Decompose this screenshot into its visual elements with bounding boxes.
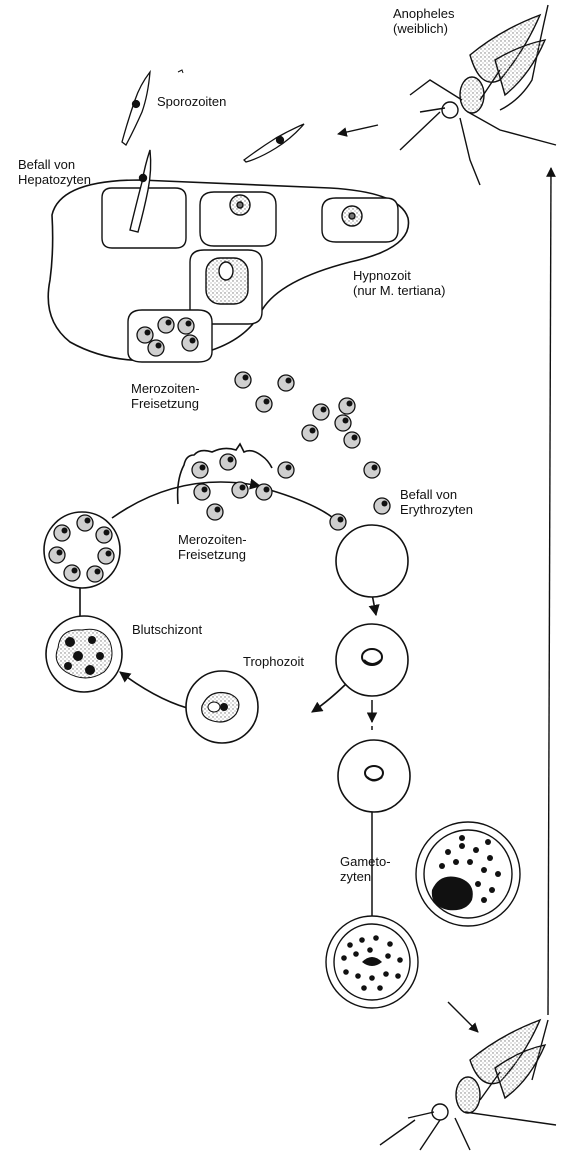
label-merozoiten-freisetzung-blood-line1: Merozoiten- [178, 532, 247, 547]
label-gametozyten-line1: Gameto- [340, 854, 391, 869]
arrow-mosquito-cycle-return [546, 167, 556, 1016]
erythrocyte-mature-schizont [43, 511, 121, 589]
label-befall-erythrozyten-line1: Befall von [400, 487, 458, 502]
label-hypnozoit-line2: (nur M. tertiana) [353, 283, 446, 298]
label-anopheles-line2: (weiblich) [393, 21, 448, 36]
mosquito-top-icon [399, 4, 557, 186]
microgametocyte [325, 915, 419, 1009]
sporozoite-group [121, 69, 305, 163]
label-merozoiten-freisetzung-liver-line1: Merozoiten- [131, 381, 200, 396]
label-gametozyten-line2: zyten [340, 869, 372, 884]
label-merozoiten-freisetzung-blood-line2: Freisetzung [178, 547, 246, 562]
label-merozoiten-freisetzung-liver-line2: Freisetzung [131, 396, 199, 411]
erythrocyte-blood-schizont [45, 615, 123, 693]
label-befall-hepatozyten-line1: Befall von [18, 157, 76, 172]
arrow-gametocytes-to-mosquito [447, 1001, 479, 1033]
erythrocyte-trophozoite [335, 623, 409, 697]
label-hypnozoit-line1: Hypnozoit [353, 268, 411, 283]
label-befall-erythrozyten-line2: Erythrozyten [400, 502, 473, 517]
erythrocyte-late-ring [337, 739, 411, 813]
label-merozoiten-freisetzung-liver: Merozoiten- Freisetzung [131, 381, 200, 411]
label-anopheles-line1: Anopheles [393, 6, 455, 21]
erythrocyte-uninfected [335, 524, 409, 598]
label-merozoiten-freisetzung-blood: Merozoiten- Freisetzung [178, 532, 247, 562]
label-trophozoit: Trophozoit [243, 654, 304, 669]
rupturing-erythrocyte [176, 442, 347, 531]
label-befall-erythrozyten: Befall von Erythrozyten [400, 487, 473, 517]
label-befall-hepatozyten: Befall von Hepatozyten [18, 157, 91, 187]
macrogametocyte [415, 821, 521, 927]
label-sporozoiten: Sporozoiten [157, 94, 227, 109]
label-gametozyten: Gameto- zyten [340, 854, 391, 884]
label-blutschizont: Blutschizont [132, 622, 203, 637]
erythrocyte-ring-stage [185, 670, 259, 744]
mosquito-bottom-icon [379, 1018, 557, 1151]
arrow-mosquito-to-sporozoites [337, 124, 379, 137]
label-anopheles: Anopheles (weiblich) [393, 6, 454, 36]
label-hypnozoit: Hypnozoit (nur M. tertiana) [353, 268, 445, 298]
label-befall-hepatozyten-line2: Hepatozyten [18, 172, 91, 187]
